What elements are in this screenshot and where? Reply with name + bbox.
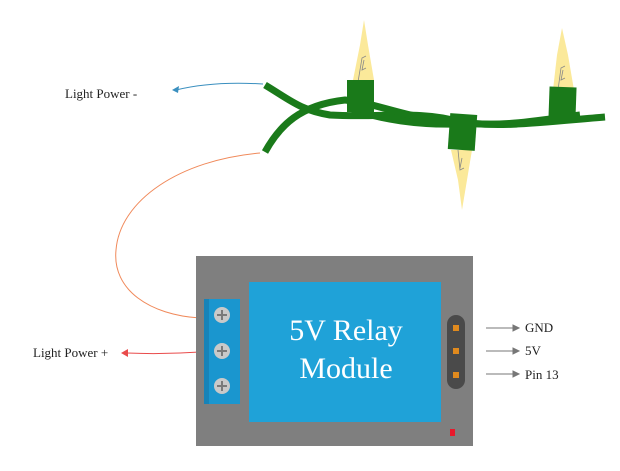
title-line-1: 5V Relay [289,314,403,347]
relay-body[interactable] [249,282,441,422]
wire-light-power-minus [175,82,264,91]
pin-arrows [486,324,521,378]
pin-13[interactable] [453,372,459,378]
label-pin13: Pin 13 [525,367,559,382]
bulb-1 [353,20,374,83]
label-light-power-plus: Light Power + [33,345,109,360]
label-gnd: GND [525,320,554,335]
pin-5v[interactable] [453,348,459,354]
arrow-light-power-minus [172,86,179,93]
wire-orange-loop [115,152,261,319]
status-led [450,429,455,436]
socket-1 [347,80,374,112]
screw-3-icon[interactable] [214,378,230,394]
bulb-2 [553,28,574,91]
screw-2-icon[interactable] [214,343,230,359]
title-line-2: Module [299,352,393,385]
wire-light-power-plus [125,351,201,355]
label-light-power-minus: Light Power - [65,86,138,101]
relay-module-title: 5V Relay Module [248,312,444,388]
arrow-light-power-plus [121,349,128,357]
socket-3 [447,113,478,151]
bulb-3 [451,149,472,210]
socket-2 [548,86,577,121]
pin-gnd[interactable] [453,325,459,331]
label-5v: 5V [525,343,541,358]
screw-1-icon[interactable] [214,307,230,323]
